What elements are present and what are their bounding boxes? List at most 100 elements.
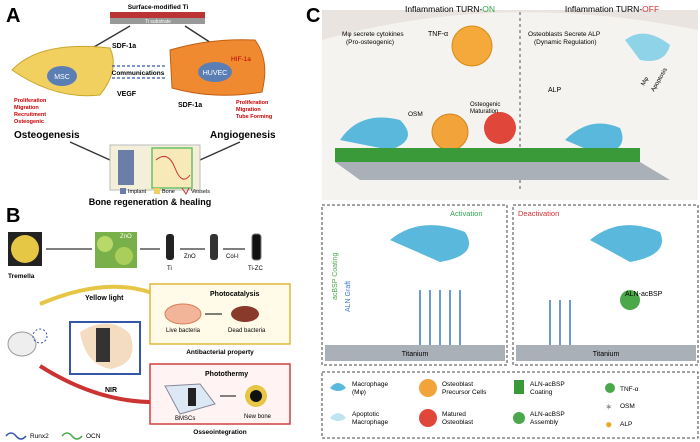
osseointegration-label: Osseointegration (193, 429, 246, 436)
ti-label: Ti substrate (145, 19, 171, 25)
acbsp-coating-label: acBSP Coating (332, 253, 339, 300)
vegf-label: VEGF (117, 91, 137, 98)
vessels-swatch (181, 187, 190, 195)
titanium-left-label: Titanium (402, 351, 429, 358)
legend-macrophage-1: Macrophage (352, 381, 389, 388)
panel-b: B Tremella ZnO Ti ZnO Col-I Ti-ZC Yellow… (5, 205, 291, 440)
photocatalysis-label: Photocatalysis (210, 291, 260, 298)
legend-assembly-1: ALN-acBSP (530, 411, 565, 418)
panel-c: C Inflammation TURN-ON Inflammation TURN… (306, 0, 700, 442)
coli-step-label: Col-I (226, 254, 239, 260)
new-bone-implant (250, 390, 262, 402)
mphi-secrete-line1: Mφ secrete cytokines (342, 31, 404, 38)
legend-implant: Implant (128, 189, 147, 195)
osteogenic-maturation-1: Osteogenic (470, 102, 500, 108)
aln-acbsp-label: ALN-acBSP (625, 291, 663, 298)
titanium-right-slab (516, 345, 696, 361)
panel-b-letter: B (6, 205, 20, 227)
legend-box (321, 371, 699, 439)
implant-in-bone (96, 328, 110, 362)
tizc-rod (251, 233, 262, 261)
legend-macrophage-2: (Mφ) (352, 389, 366, 396)
tremella-image (11, 235, 39, 263)
deactivation-macrophage (590, 225, 662, 262)
titanium-right-label: Titanium (593, 351, 620, 358)
huvec-effect-3: Tube Forming (236, 114, 272, 120)
coating-layer-c (335, 148, 640, 162)
zno-image-label: ZnO (120, 234, 132, 240)
legend-coating-1: ALN-acBSP (530, 381, 565, 388)
legend-precursor-icon (419, 379, 437, 397)
live-bacteria-image (164, 303, 202, 325)
legend-coating-icon (514, 380, 524, 394)
msc-effect-3: Recruitment (14, 112, 46, 118)
new-bone-label: New bone (244, 414, 272, 420)
sdf1a-left: SDF-1a (112, 43, 136, 50)
legend-precursor-2: Precursor Cells (442, 389, 487, 396)
bone-zoom (151, 147, 193, 189)
osteoblast-precursor-cell (431, 113, 469, 151)
turn-off-title: Inflammation TURN-OFF (565, 4, 659, 14)
legend-coating-2: Coating (530, 389, 553, 396)
angiogenesis-label: Angiogenesis (210, 130, 276, 141)
msc-label: MSC (54, 74, 70, 81)
yellow-light-label: Yellow light (85, 295, 124, 302)
substrate-label: Surface-modified Ti (128, 4, 189, 11)
legend-tnf: TNF-α (620, 386, 639, 393)
huvec-label: HUVEC (203, 70, 228, 77)
osm-label: OSM (408, 111, 423, 118)
titanium-slab (335, 162, 670, 180)
ocn-label: OCN (86, 433, 101, 440)
matured-osteoblast-cell (484, 112, 516, 144)
yellow-light-beam (39, 284, 161, 306)
panel-c-letter: C (306, 5, 320, 27)
photothermy-label: Photothermy (205, 371, 248, 378)
osteogenic-maturation-2: Maturation (470, 109, 498, 115)
legend-matured-1: Matured (442, 411, 466, 418)
legend-tnf-icon (605, 383, 615, 393)
communications-label: Communications (112, 70, 165, 77)
aln-graft-label: ALN Graft (345, 281, 352, 312)
msc-effect-2: Migration (14, 105, 39, 111)
deactivation-box (512, 204, 699, 366)
activation-macrophage (390, 225, 470, 262)
bmscs-implant (188, 388, 196, 406)
legend-osm-icon: ✶ (605, 402, 613, 412)
msc-effect-1: Proliferation (14, 98, 47, 104)
zno-step-label: ZnO (184, 254, 196, 260)
sdf1a-right: SDF-1a (178, 102, 202, 109)
panel-a-footer: Bone regeneration & healing (88, 197, 212, 207)
arrow-angio-to-bone (199, 141, 241, 161)
alp-label: ALP (548, 87, 562, 94)
mouse-body (7, 331, 37, 357)
hif-label: HIF-1a (231, 56, 251, 63)
msc-nucleus (47, 66, 77, 86)
aln-acbsp-assembly (620, 290, 640, 310)
nir-beam (38, 364, 161, 405)
msc-effect-4: Osteogenic (14, 119, 44, 125)
macrophage-cell (340, 117, 408, 150)
aln-acbsp-strands-right (549, 300, 571, 345)
antibacterial-label: Antibacterial property (186, 349, 254, 356)
live-bacteria-label: Live bacteria (166, 328, 201, 334)
titanium-left-slab (325, 345, 505, 361)
coating-layer (110, 12, 205, 18)
zno-sphere-2 (115, 247, 133, 265)
implant-rod (118, 150, 134, 185)
legend-osm: OSM (620, 403, 635, 410)
legend-matured-2: Osteoblast (442, 419, 473, 426)
activation-label: Activation (450, 209, 483, 218)
tizc-label: Ti-ZC (248, 266, 263, 272)
ocn-swatch (61, 432, 83, 440)
dead-bacteria-label: Dead bacteria (228, 328, 266, 334)
legend-alp: ALP (620, 421, 632, 428)
implant-swatch (120, 188, 126, 194)
nir-label: NIR (105, 387, 117, 394)
zno-sphere-1 (97, 236, 113, 252)
panel-a-letter: A (6, 5, 20, 27)
legend-apoptotic-2: Macrophage (352, 419, 389, 426)
bone-swatch (154, 188, 160, 194)
tremella-label: Tremella (8, 273, 35, 280)
deactivation-label: Deactivation (518, 209, 559, 218)
arrow-osteo-to-bone (69, 141, 111, 161)
